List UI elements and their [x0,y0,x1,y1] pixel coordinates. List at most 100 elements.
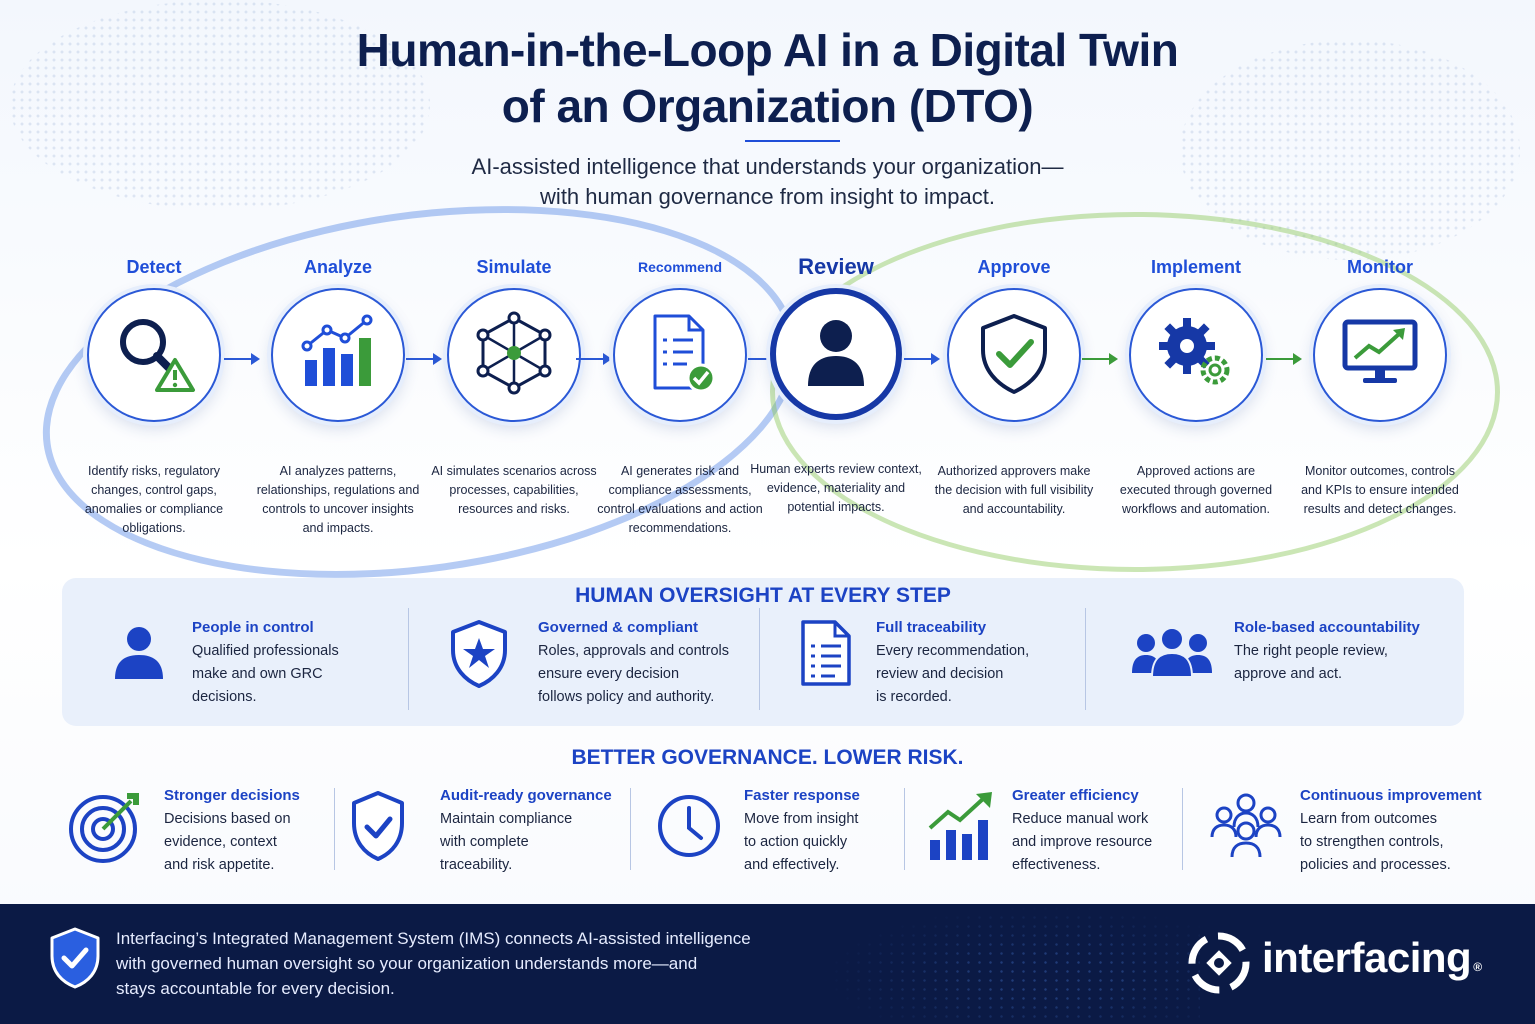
footer-text-line: with governed human oversight so your or… [116,954,698,973]
item-title: Faster response [744,787,860,804]
oversight-panel: HUMAN OVERSIGHT AT EVERY STEP [62,578,1464,726]
flow-arrow [904,353,940,365]
governance-item-audit-ready: Audit-ready governance Maintain complian… [350,786,620,886]
monitor-trend-icon [1335,308,1425,403]
desc-line: follows policy and authority. [538,689,715,705]
footer-dot-pattern [820,904,1200,1024]
desc-line: The right people review, [1234,643,1388,659]
desc-line: effectiveness. [1012,857,1101,873]
oversight-text: People in control Qualified professional… [192,618,432,709]
governance-text: Greater efficiency Reduce manual work an… [1012,786,1192,877]
shield-check-icon [350,786,406,866]
network-hexagon-icon [469,308,559,403]
brand-text: interfacing [1262,934,1472,981]
item-title: Continuous improvement [1300,787,1482,804]
item-title: Full traceability [876,619,987,636]
growth-chart-icon [926,786,996,866]
page-subtitle-line2: with human governance from insight to im… [540,184,995,209]
item-description: The right people review, approve and act… [1234,640,1474,686]
step-description: AI analyzes patterns, relationships, reg… [256,464,420,535]
step-description: AI generates risk and compliance assessm… [597,464,763,535]
brand-name[interactable]: interfacing® [1262,934,1482,982]
oversight-text: Role-based accountability The right peop… [1234,618,1474,686]
gears-icon [1151,308,1241,403]
step-circle [1313,288,1447,422]
magnifier-warning-icon [109,308,199,403]
desc-line: decisions. [192,689,257,705]
desc-line: Reduce manual work [1012,811,1149,827]
footer-text: Interfacing’s Integrated Management Syst… [116,926,756,1001]
oversight-item-full-traceability: Full traceability Every recommendation, … [790,618,1080,718]
desc-line: to strengthen controls, [1300,834,1444,850]
step-description: Approved actions are executed through go… [1119,464,1273,516]
item-description: Reduce manual work and improve resource … [1012,808,1192,877]
desc-line: Decisions based on [164,811,291,827]
step-circle [947,288,1081,422]
item-description: Decisions based on evidence, context and… [164,808,344,877]
step-approve: Approve Authorized approvers make the de… [924,252,1104,519]
shield-check-icon [48,926,102,995]
step-circle [770,288,902,420]
desc-line: review and decision [876,666,1004,682]
team-icon [1208,786,1284,866]
desc-line: and effectively. [744,857,840,873]
group-icon [1130,618,1214,688]
item-title: Stronger decisions [164,787,300,804]
divider [1182,788,1183,870]
desc-line: to action quickly [744,834,848,850]
step-label: Analyze [303,257,373,277]
shield-star-icon [444,618,514,688]
person-icon [104,618,174,688]
step-label: Monitor [1347,257,1413,277]
interfacing-logo-icon[interactable] [1188,932,1250,999]
step-recommend: Recommend AI generates risk and complian… [590,252,770,538]
oversight-item-role-based-accountability: Role-based accountability The right peop… [1130,618,1450,718]
desc-line: Maintain compliance [440,811,573,827]
governance-heading: BETTER GOVERNANCE. LOWER RISK. [571,746,964,769]
divider [630,788,631,870]
step-description: Human experts review context, evidence, … [750,462,922,514]
step-review: Review Human experts review context, evi… [746,252,926,517]
item-description: Move from insight to action quickly and … [744,808,924,877]
page-title-line2: of an Organization (DTO) [501,80,1034,132]
desc-line: traceability. [440,857,513,873]
divider [904,788,905,870]
item-description: Qualified professionals make and own GRC… [192,640,432,709]
target-icon [66,786,146,866]
desc-line: make and own GRC [192,666,323,682]
item-title: Audit-ready governance [440,787,612,804]
step-implement: Implement Approved actions are executed … [1106,252,1286,519]
desc-line: ensure every decision [538,666,680,682]
step-simulate: Simulate AI simulates scenarios across p… [424,252,604,519]
title-underline [745,140,840,142]
step-description: Identify risks, regulatory changes, cont… [84,464,224,535]
step-detect: Detect Identify risks, regulatory change… [64,252,244,538]
desc-line: Roles, approvals and controls [538,643,730,659]
divider [1085,608,1086,710]
document-check-icon [635,308,725,403]
desc-line: evidence, context [164,834,277,850]
item-title: Role-based accountability [1234,619,1420,636]
governance-text: Faster response Move from insight to act… [744,786,924,877]
page-title: Human-in-the-Loop AI in a Digital Twin o… [0,22,1535,134]
item-description: Learn from outcomes to strengthen contro… [1300,808,1500,877]
checklist-document-icon [790,618,860,688]
flow-arrow [406,353,442,365]
page-title-line1: Human-in-the-Loop AI in a Digital Twin [356,24,1179,76]
desc-line: approve and act. [1234,666,1343,682]
clock-icon [654,786,724,866]
item-description: Roles, approvals and controls ensure eve… [538,640,778,709]
flow-arrow [576,353,612,365]
person-icon [796,312,876,397]
desc-line: and improve resource [1012,834,1153,850]
page-subtitle: AI-assisted intelligence that understand… [0,152,1535,212]
oversight-item-governed-compliant: Governed & compliant Roles, approvals an… [444,618,754,718]
divider [334,788,335,870]
desc-line: with complete [440,834,529,850]
flow-arrow [1266,353,1302,365]
footer-text-line: stays accountable for every decision. [116,979,395,998]
registered-mark: ® [1473,960,1482,974]
step-circle [613,288,747,422]
step-description: Authorized approvers make the decision w… [934,464,1094,516]
step-label: Simulate [476,257,552,277]
